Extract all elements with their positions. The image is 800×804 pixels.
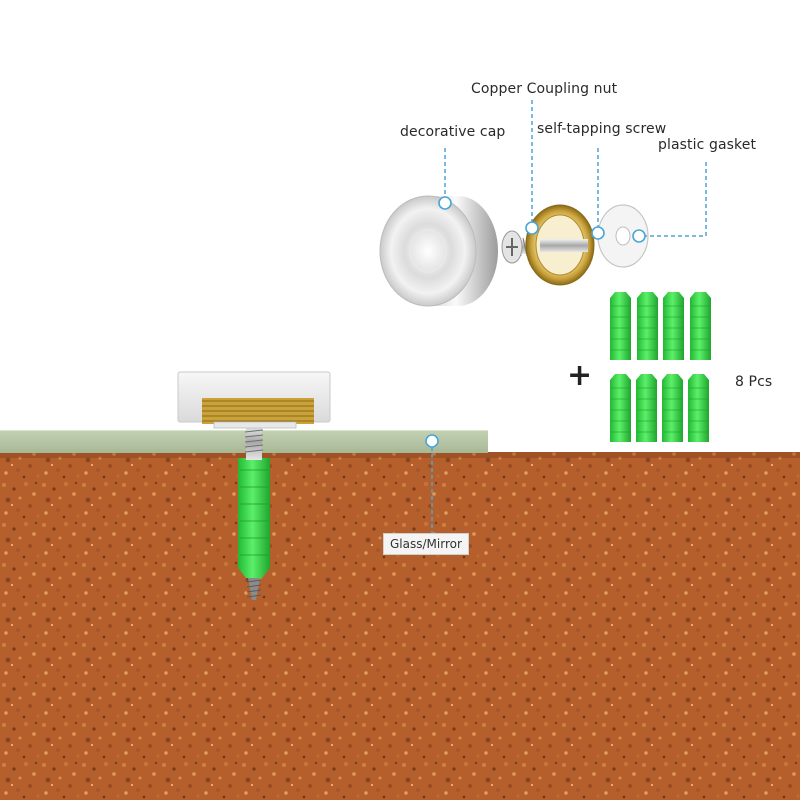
copper-coupling-nut-icon	[525, 204, 595, 286]
installed-anchor	[238, 458, 270, 600]
plastic-gasket-icon	[597, 204, 649, 268]
cap-face	[379, 195, 477, 307]
screw-thread	[246, 589, 262, 593]
soil-edge	[0, 452, 800, 458]
wall-anchor-icon	[688, 374, 709, 442]
quantity-label: 8 Pcs	[735, 374, 773, 390]
wall-anchor-icon	[636, 374, 657, 442]
wall-anchor-icon	[662, 374, 683, 442]
wall-anchor-icon	[663, 292, 684, 360]
plastic-gasket-label: plastic gasket	[658, 137, 757, 153]
glass-marker	[425, 434, 439, 448]
wall-anchor-icon	[610, 374, 631, 442]
shank-thread	[244, 434, 264, 438]
screw-thread	[246, 584, 262, 588]
copper-coupling-nut-label: Copper Coupling nut	[471, 81, 618, 97]
screw-thread	[246, 594, 262, 598]
glass-mirror-label: Glass/Mirror	[383, 533, 469, 555]
shank-thread	[244, 444, 264, 448]
self-tapping-screw-label: self-tapping screw	[537, 121, 667, 137]
anchor-body	[663, 292, 684, 360]
decorative-cap-marker	[438, 196, 452, 210]
installed-gasket	[213, 421, 297, 429]
gasket-leader	[639, 162, 707, 237]
gasket-hole	[615, 226, 631, 246]
plus-sign: +	[567, 358, 593, 393]
anchor-body	[688, 374, 709, 442]
anchor-body	[690, 292, 711, 360]
anchor-body	[636, 374, 657, 442]
anchor-body	[662, 374, 683, 442]
wall-anchor-icon	[637, 292, 658, 360]
decorative-cap-label: decorative cap	[400, 124, 506, 140]
anchor-body	[610, 374, 631, 442]
spare-anchors-group	[610, 292, 711, 442]
anchor-body	[610, 292, 631, 360]
installed-screw-tip	[248, 578, 260, 600]
installed-anchor-body	[238, 458, 270, 578]
wall-anchor-icon	[610, 292, 631, 360]
soil-ground	[0, 452, 800, 800]
shank-thread	[244, 449, 264, 453]
nut-shaft	[540, 239, 588, 252]
screw-thread	[246, 579, 262, 583]
decorative-cap-icon	[379, 195, 498, 307]
cap-face-ring	[409, 229, 447, 273]
gasket-marker	[632, 229, 646, 243]
shank-thread	[244, 429, 264, 433]
shank-thread	[244, 439, 264, 443]
anchor-body	[637, 292, 658, 360]
coupling-nut-marker	[525, 221, 539, 235]
screw-marker	[591, 226, 605, 240]
wall-anchor-icon	[690, 292, 711, 360]
glass-pane	[0, 430, 488, 453]
